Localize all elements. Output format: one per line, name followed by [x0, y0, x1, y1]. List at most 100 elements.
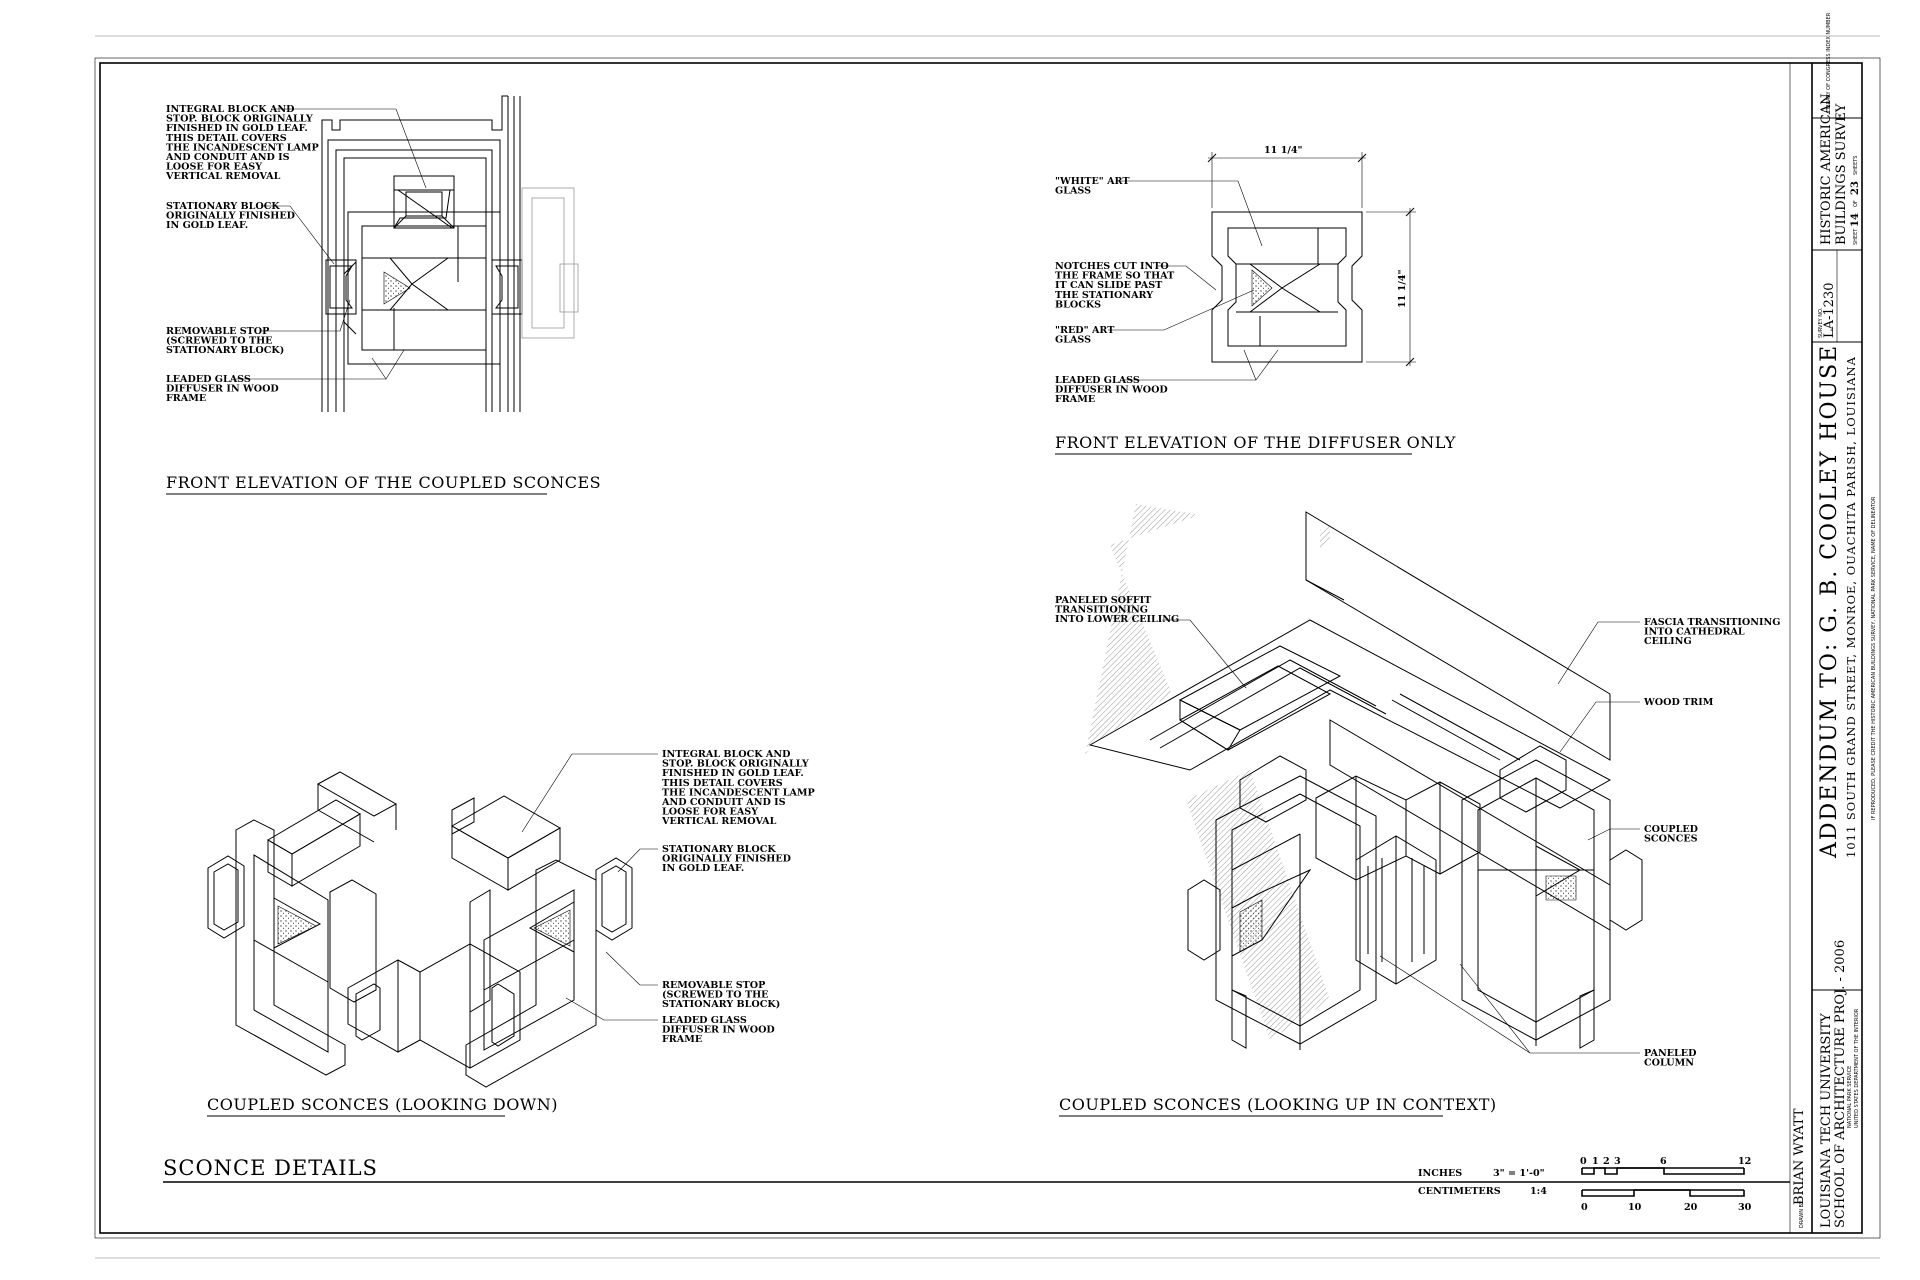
leader-line [1108, 289, 1255, 331]
library-label: LIBRARY OF CONGRESS INDEX NUMBER [1826, 12, 1832, 112]
note-line: DIFFUSER IN WOOD [662, 1025, 775, 1036]
note-line: FRAME [662, 1034, 702, 1045]
leader-line [1158, 265, 1217, 291]
context-shading-fascia [1320, 523, 1330, 548]
cm-tick-30: 30 [1738, 1202, 1752, 1213]
sheet-count: SHEET 14 OF 23 SHEETS [1850, 156, 1861, 245]
isometric-down-drawing [207, 771, 633, 1088]
note-line: LEADED GLASS [662, 1015, 747, 1026]
dimension-height: 11 1/4" [1366, 207, 1416, 367]
scale-cm-ratio: 1:4 [1530, 1186, 1547, 1197]
note-line: IN GOLD LEAF. [662, 863, 744, 874]
note-line: THE STATIONARY [1055, 290, 1153, 301]
leader-line [371, 357, 387, 380]
leader-line [1124, 349, 1279, 381]
note-line: IT CAN SLIDE PAST [1055, 280, 1163, 291]
note-line: TRANSITIONING [1055, 605, 1148, 616]
reproduction-note: IF REPRODUCED, PLEASE CREDIT THE HISTORI… [1871, 496, 1877, 820]
inch-tick-0: 0 [1580, 1156, 1587, 1167]
sheet-title: SCONCE DETAILS [163, 1156, 378, 1180]
leader-line [262, 205, 335, 265]
sheet-label: SHEET [1853, 228, 1859, 245]
note-line: ORIGINALLY FINISHED [166, 211, 295, 222]
title-block: LIBRARY OF CONGRESS INDEX NUMBER HISTORI… [1792, 12, 1862, 1228]
note-line: REMOVABLE STOP [166, 326, 269, 337]
leader-line [521, 753, 658, 833]
svg-text:WOOD TRIM: WOOD TRIM [1643, 697, 1714, 708]
note-line: REMOVABLE STOP [662, 980, 765, 991]
note-line: COUPLED [1644, 824, 1698, 835]
note-line: LOOSE FOR EASY [166, 162, 262, 173]
cm-tick-20: 20 [1684, 1202, 1698, 1213]
glass-hatch-left [1239, 899, 1263, 953]
note-line: THE FRAME SO THAT [1055, 271, 1175, 282]
drawn-by-label: DRAWN BY: [1799, 1200, 1805, 1228]
note-line: FINISHED IN GOLD LEAF. [662, 768, 804, 779]
caption-looking-up: COUPLED SCONCES (LOOKING UP IN CONTEXT) [1059, 1095, 1497, 1114]
leader-line [262, 299, 351, 332]
note-line: INTO LOWER CEILING [1055, 614, 1179, 625]
dim-height-label: 11 1/4" [1397, 269, 1408, 308]
note-line: "WHITE" ART [1055, 176, 1130, 187]
leader-line [1587, 828, 1640, 841]
context-shading-left [1084, 504, 1200, 760]
note-line: GLASS [1055, 335, 1091, 346]
note-line: THIS DETAIL COVERS [662, 778, 783, 789]
note-line: INTEGRAL BLOCK AND [662, 749, 790, 760]
note-line: FRAME [1055, 394, 1095, 405]
inch-tick-1: 1 [1592, 1156, 1599, 1167]
note-line: THE INCANDESCENT LAMP [662, 787, 815, 798]
scale-cm-label: CENTIMETERS [1418, 1186, 1501, 1197]
note-line: "RED" ART [1055, 325, 1115, 336]
sheet-total: 23 [1850, 181, 1861, 195]
note-line: IN GOLD LEAF. [166, 220, 248, 231]
inch-tick-3: 3 [1614, 1156, 1621, 1167]
survey-name-line2: BUILDINGS SURVEY [1834, 103, 1849, 245]
note-line: CEILING [1644, 636, 1692, 647]
cm-tick-0: 0 [1581, 1202, 1588, 1213]
note-line: STATIONARY BLOCK) [166, 345, 284, 356]
diffuser-drawing [1211, 211, 1363, 363]
note-line: (SCREWED TO THE [166, 336, 273, 347]
inch-tick-2: 2 [1603, 1156, 1610, 1167]
note-line: STATIONARY BLOCK) [662, 999, 780, 1010]
note-line: STATIONARY BLOCK [166, 201, 280, 212]
caption-front-coupled: FRONT ELEVATION OF THE COUPLED SCONCES [166, 473, 601, 492]
sheet-number: 14 [1850, 213, 1861, 227]
note-line: ORIGINALLY FINISHED [662, 854, 791, 865]
leader-line [1243, 349, 1257, 381]
note-line: FINISHED IN GOLD LEAF. [166, 123, 308, 134]
sheet-of: OF [1853, 200, 1859, 207]
note-line: LOOSE FOR EASY [662, 807, 758, 818]
leader-line [1162, 619, 1247, 689]
note-line: AND CONDUIT AND IS [661, 797, 786, 808]
note-line: BLOCKS [1055, 299, 1101, 310]
note-wood-trim: WOOD TRIM [1559, 697, 1714, 753]
agency-line2: UNITED STATES DEPARTMENT OF THE INTERIOR [1854, 1008, 1860, 1128]
sheet-border-outer [94, 57, 1881, 1239]
note-line: LEADED GLASS [166, 374, 251, 385]
